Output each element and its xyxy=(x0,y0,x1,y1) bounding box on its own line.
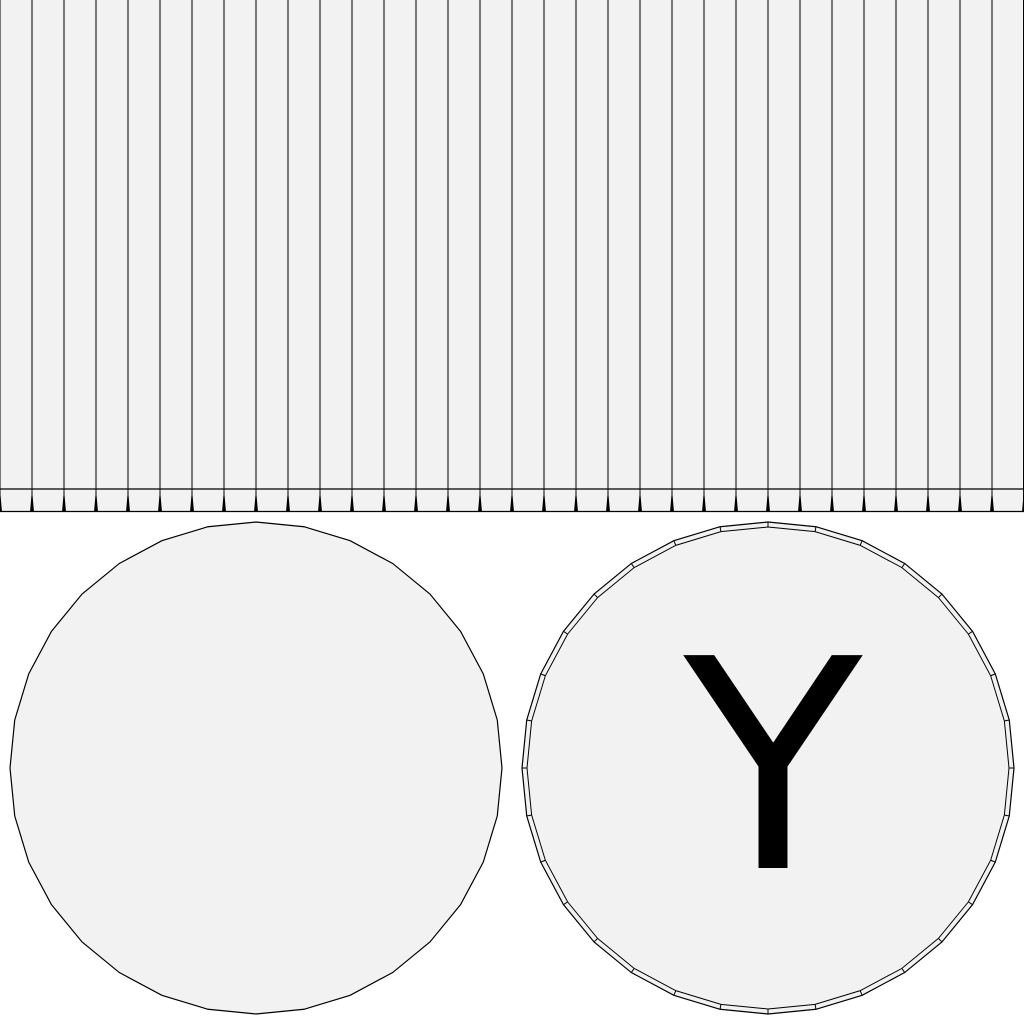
lettered-cap-rim-tick xyxy=(719,526,722,532)
strip-notch xyxy=(990,489,992,512)
strip-notch xyxy=(926,489,928,512)
lettered-cap-rim-tick xyxy=(526,719,532,722)
lettered-cap-rim-tick xyxy=(673,540,677,546)
strip-notch xyxy=(414,489,416,512)
lettered-cap xyxy=(521,521,1015,1015)
strip-notch xyxy=(192,489,194,512)
lettered-cap-rim-tick xyxy=(901,563,906,568)
lettered-cap-rim-tick xyxy=(563,630,568,635)
strip-notch xyxy=(190,489,192,512)
strip-notch xyxy=(0,489,2,512)
strip-notch xyxy=(384,489,386,512)
strip-notch xyxy=(512,489,514,512)
strip-notch xyxy=(478,489,480,512)
strip-notch xyxy=(416,489,418,512)
strip-notch xyxy=(992,489,994,512)
strip-notch xyxy=(160,489,162,512)
lettered-cap-rim-tick xyxy=(719,1004,722,1010)
lettered-cap-rim-tick xyxy=(593,938,598,943)
strip-notch xyxy=(64,489,66,512)
lettered-cap-rim-tick xyxy=(859,540,863,546)
lettered-cap-rim-tick xyxy=(563,901,568,906)
lettered-cap-rim-tick xyxy=(938,938,943,943)
strip-notch xyxy=(128,489,130,512)
strip-notch xyxy=(894,489,896,512)
lettered-cap-rim-tick xyxy=(968,630,973,635)
strip-notch xyxy=(286,489,288,512)
strip-notch xyxy=(318,489,320,512)
strip-notch xyxy=(446,489,448,512)
strip-notch xyxy=(606,489,608,512)
lettered-cap-rim-tick xyxy=(814,526,817,532)
strip-notch xyxy=(672,489,674,512)
lettered-cap-rim-tick xyxy=(1004,719,1010,722)
strip-notch xyxy=(928,489,930,512)
strip-notch xyxy=(256,489,258,512)
lettered-cap-rim-tick xyxy=(526,814,532,817)
lettered-cap-rim-tick xyxy=(814,1004,817,1010)
strip-notch xyxy=(224,489,226,512)
lettered-cap-rim-tick xyxy=(938,593,943,598)
lettered-cap-rim-tick xyxy=(540,673,546,677)
strip-notch xyxy=(158,489,160,512)
blank-cap xyxy=(9,521,503,1015)
strip-notch xyxy=(350,489,352,512)
strip-notch xyxy=(798,489,800,512)
strip-notch xyxy=(62,489,64,512)
strip-notch xyxy=(832,489,834,512)
lettered-cap-rim-tick xyxy=(968,901,973,906)
strip-notch xyxy=(576,489,578,512)
strip-notch xyxy=(608,489,610,512)
lettered-cap-rim-tick xyxy=(630,968,635,973)
strip-notch xyxy=(896,489,898,512)
lettered-cap-rim-tick xyxy=(990,673,996,677)
lettered-cap-rim-tick xyxy=(630,563,635,568)
strip-notch xyxy=(288,489,290,512)
strip-notch xyxy=(254,489,256,512)
blank-cap-disc xyxy=(9,521,503,1015)
side-strip xyxy=(0,0,1024,513)
strip-notch xyxy=(510,489,512,512)
strip-notch xyxy=(352,489,354,512)
strip-notch xyxy=(222,489,224,512)
lettered-cap-rim-tick xyxy=(990,859,996,863)
strip-notch xyxy=(958,489,960,512)
lettered-cap-rim-tick xyxy=(593,593,598,598)
strip-notch xyxy=(704,489,706,512)
strip-notch xyxy=(862,489,864,512)
strip-notch xyxy=(574,489,576,512)
strip-notch xyxy=(544,489,546,512)
strip-notch xyxy=(126,489,128,512)
lettered-cap-rim-tick xyxy=(673,990,677,996)
strip-notch xyxy=(736,489,738,512)
strip-notch xyxy=(542,489,544,512)
strip-notch xyxy=(864,489,866,512)
strip-notch xyxy=(670,489,672,512)
lettered-cap-rim-tick xyxy=(1004,814,1010,817)
strip-notch xyxy=(638,489,640,512)
strip-notch xyxy=(766,489,768,512)
strip-notch xyxy=(480,489,482,512)
strip-notch xyxy=(734,489,736,512)
strip-notch xyxy=(382,489,384,512)
strip-notch xyxy=(960,489,962,512)
strip-notch xyxy=(830,489,832,512)
strip-notch xyxy=(702,489,704,512)
strip-notch xyxy=(320,489,322,512)
strip-notch xyxy=(448,489,450,512)
strip-notch xyxy=(640,489,642,512)
strip-notch xyxy=(32,489,34,512)
strip-notch xyxy=(96,489,98,512)
lettered-cap-rim-tick xyxy=(540,859,546,863)
strip-notch xyxy=(30,489,32,512)
strip-notch xyxy=(768,489,770,512)
cap-letter: Y xyxy=(679,597,866,937)
strip-notch xyxy=(94,489,96,512)
lettered-cap-rim-tick xyxy=(859,990,863,996)
lettered-cap-rim-tick xyxy=(901,968,906,973)
strip-notch xyxy=(800,489,802,512)
